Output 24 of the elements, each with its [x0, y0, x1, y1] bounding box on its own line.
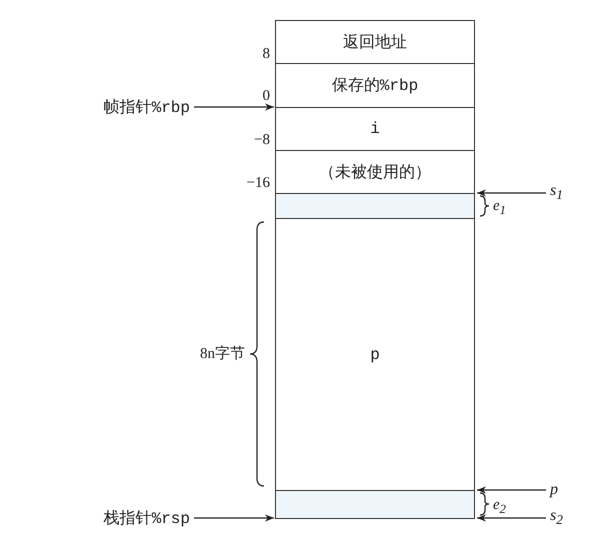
offset-label: 8 [262, 45, 270, 63]
offset-label: −8 [254, 131, 270, 149]
arrow [194, 103, 274, 111]
arrow [477, 514, 546, 522]
pointer-label: 栈指针%rsp [45, 508, 190, 528]
padding-slot [275, 490, 475, 519]
stack-slot: （未被使用的） [275, 150, 475, 194]
offset-label: −16 [246, 174, 270, 192]
padding-slot [275, 193, 475, 219]
stack-slot: p [275, 218, 475, 491]
brace-label: e$_{1}$ [493, 197, 506, 219]
pointer-label: p [550, 480, 580, 500]
stack-slot: i [275, 107, 475, 151]
stack-slot: 返回地址 [275, 20, 475, 64]
arrow [477, 486, 546, 494]
brace-label: e$_{2}$ [493, 496, 506, 518]
pointer-label: 帧指针%rbp [45, 97, 190, 117]
brace-label: 8n字节 [200, 345, 245, 363]
arrow [477, 189, 546, 197]
arrow [194, 514, 274, 522]
pointer-label: s$_{2}$ [550, 508, 580, 528]
offset-label: 0 [262, 87, 270, 105]
stack-slot: 保存的%rbp [275, 63, 475, 108]
pointer-label: s$_{1}$ [550, 183, 580, 203]
